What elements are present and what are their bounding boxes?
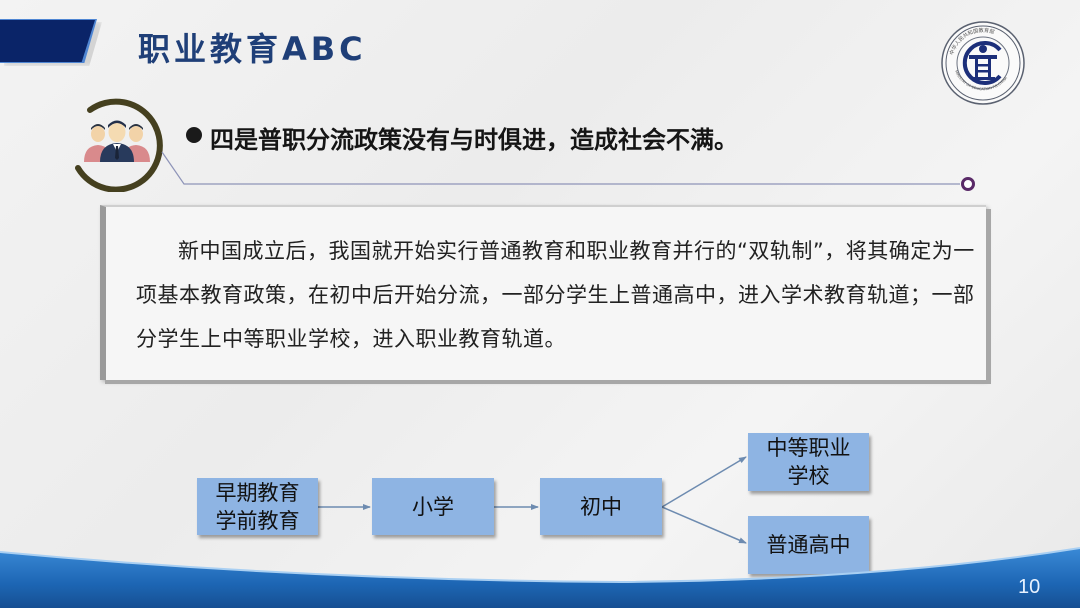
body-paragraph: 新中国成立后，我国就开始实行普通教育和职业教育并行的“双轨制”，将其确定为一项基… (136, 239, 975, 351)
header-accent-bar (0, 20, 95, 62)
flow-node-primary-school: 小学 (372, 478, 494, 535)
flow-node-senior-high: 普通高中 (748, 516, 869, 574)
section-heading: 四是普职分流政策没有与时俱进，造成社会不满。 (210, 126, 738, 154)
connector-line (161, 151, 975, 191)
ministry-emblem-icon: 中华人民共和国教育部 MINISTRY OF EDUCATION P.R.CHI… (941, 21, 1025, 105)
bullet-dot (186, 127, 202, 143)
people-group-icon (84, 120, 150, 162)
page-title: 职业教育ABC (138, 30, 367, 68)
page-number: 10 (1018, 576, 1041, 598)
flow-node-junior-high: 初中 (540, 478, 662, 535)
flow-node-early-education: 早期教育 学前教育 (197, 478, 318, 535)
footer-band (0, 547, 1080, 608)
body-text-box: 新中国成立后，我国就开始实行普通教育和职业教育并行的“双轨制”，将其确定为一项基… (100, 205, 986, 380)
decorative-ring (75, 98, 163, 192)
flow-node-vocational-school: 中等职业 学校 (748, 433, 869, 491)
